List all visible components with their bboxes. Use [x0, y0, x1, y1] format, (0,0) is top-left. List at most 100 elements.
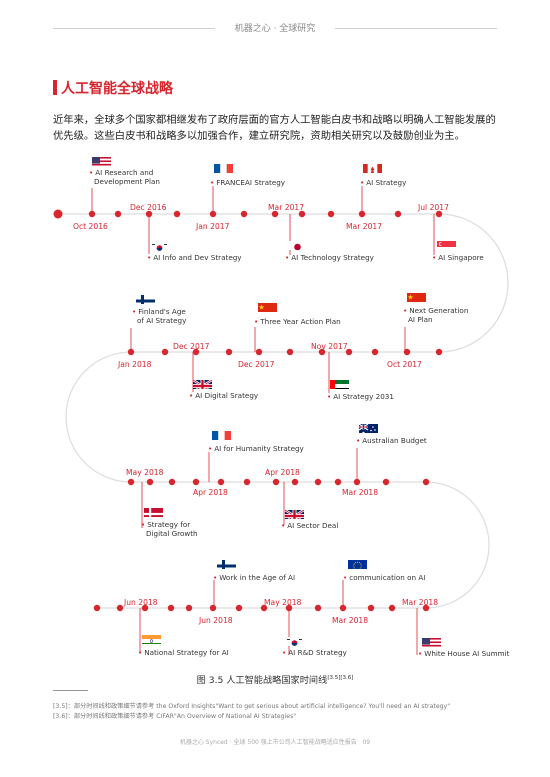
event-date: Mar 2017	[346, 222, 383, 231]
timeline-dot	[394, 210, 402, 218]
section-title-bar	[53, 80, 57, 95]
event-date: May 2018	[264, 598, 302, 607]
timeline-dot	[167, 604, 175, 612]
timeline-dot	[192, 348, 200, 356]
flag-fr-icon	[212, 428, 231, 440]
timeline-dot	[334, 478, 342, 486]
event-date: Jan 2018	[118, 360, 152, 369]
timeline-dot	[367, 604, 375, 612]
event-date: Jan 2017	[196, 222, 230, 231]
bullet-icon: •	[254, 317, 259, 326]
bullet-icon: •	[327, 392, 332, 401]
timeline-dot	[168, 478, 176, 486]
bullet-icon: •	[213, 573, 218, 582]
flag-cn-icon	[407, 290, 426, 302]
timeline-track	[58, 213, 509, 609]
event-label: •White House AI Summit	[418, 649, 510, 658]
header-text: 机器之心 · 全球研究	[234, 24, 316, 34]
bullet-icon: •	[138, 648, 143, 657]
event-date: Dec 2017	[238, 360, 275, 369]
flag-fr-icon	[214, 161, 233, 173]
timeline-dot	[116, 604, 124, 612]
flag-us-icon	[422, 635, 441, 647]
bullet-icon: •	[356, 436, 361, 445]
event-label: •AI Digital Srategy	[189, 391, 259, 400]
timeline-dot	[192, 478, 200, 486]
timeline-dot	[371, 348, 379, 356]
section-title: 人工智能全球战略	[61, 81, 173, 97]
timeline-dot	[225, 348, 233, 356]
footer-text: 机器之心 Synced · 全球 500 强上市公司人工智能战略适应性报告	[179, 739, 357, 746]
flag-ae-icon	[330, 377, 349, 389]
bullet-icon: •	[208, 444, 213, 453]
timeline-dot	[422, 604, 430, 612]
event-label: •AI Technology Strategy	[285, 253, 374, 262]
footnote-1: [3.5]：部分时间线和政策细节请参考 the Oxford Insights"…	[53, 703, 451, 710]
event-label: •AI Singapore	[432, 253, 484, 262]
timeline-dot	[435, 348, 443, 356]
intro-paragraph: 近年来，全球多个国家都相继发布了政府层面的官方人工智能白皮书和战略以明确人工智能…	[53, 114, 496, 142]
timeline-dot	[314, 478, 322, 486]
flag-eu-icon	[348, 557, 367, 569]
timeline-dot	[217, 478, 225, 486]
flag-fi-icon	[136, 292, 155, 304]
flag-cn-icon	[258, 300, 277, 312]
event-label: •AI Sector Deal	[281, 521, 339, 530]
event-date: Mar 2018	[342, 488, 379, 497]
flag-ca-icon	[363, 161, 382, 173]
bullet-icon: •	[281, 521, 286, 530]
timeline-dot	[243, 478, 251, 486]
bullet-icon: •	[210, 178, 215, 187]
timeline-dot	[185, 604, 193, 612]
timeline-dot	[327, 210, 335, 218]
event-date: Mar 2018	[402, 598, 439, 607]
event-label: •FRANCEAI Strategy	[210, 178, 286, 187]
event-date: Oct 2016	[73, 222, 108, 231]
flag-in-icon	[142, 632, 161, 644]
figure-caption: 图 3.5 人工智能战略国家时间线[3.5][3.6]	[0, 672, 550, 686]
timeline-dot	[127, 478, 135, 486]
header-rule-left	[53, 28, 215, 29]
timeline-dot	[314, 604, 322, 612]
event-label: •AI Strategy 2031	[327, 392, 394, 401]
bullet-icon: •	[89, 168, 94, 177]
event-label: •AI R&D Strategy	[282, 648, 347, 657]
flag-kr-icon	[150, 239, 169, 251]
event-date: Mar 2018	[332, 616, 369, 625]
event-label: •Three Year Action Plan	[254, 317, 341, 326]
event-date: Oct 2017	[387, 360, 422, 369]
bullet-icon: •	[147, 253, 152, 262]
event-date: Mar 2017	[268, 203, 305, 212]
bullet-icon: •	[403, 306, 408, 315]
flag-uk-icon	[285, 507, 304, 519]
footnote-rule	[53, 690, 88, 691]
bullet-icon: •	[282, 648, 287, 657]
bullet-icon: •	[132, 307, 137, 316]
event-date: Nov 2017	[311, 342, 348, 351]
caption-ref: [3.5][3.6]	[327, 674, 354, 681]
event-label: •communication on AI	[343, 573, 426, 582]
event-label: •AI for Humanity Strategy	[208, 444, 304, 453]
timeline-dot	[161, 348, 169, 356]
event-date: Apr 2018	[193, 488, 228, 497]
bullet-icon: •	[343, 573, 348, 582]
bullet-icon: •	[432, 253, 437, 262]
bullet-icon: •	[418, 649, 423, 658]
timeline-dot	[209, 604, 217, 612]
timeline-dot	[435, 210, 443, 218]
event-date: Apr 2018	[265, 468, 300, 477]
event-date: Dec 2017	[173, 342, 210, 351]
flag-sg-icon	[437, 238, 456, 250]
timeline-start-dot	[53, 209, 63, 219]
timeline-dot	[318, 348, 326, 356]
flag-jp-icon	[288, 238, 307, 250]
timeline-dot	[291, 478, 299, 486]
bullet-icon: •	[189, 391, 194, 400]
flag-fi-icon	[217, 557, 236, 569]
event-label: •Australian Budget	[356, 436, 427, 445]
caption-text: 图 3.5 人工智能战略国家时间线	[196, 675, 328, 686]
bullet-icon: •	[360, 178, 365, 187]
timeline-dot	[146, 478, 154, 486]
